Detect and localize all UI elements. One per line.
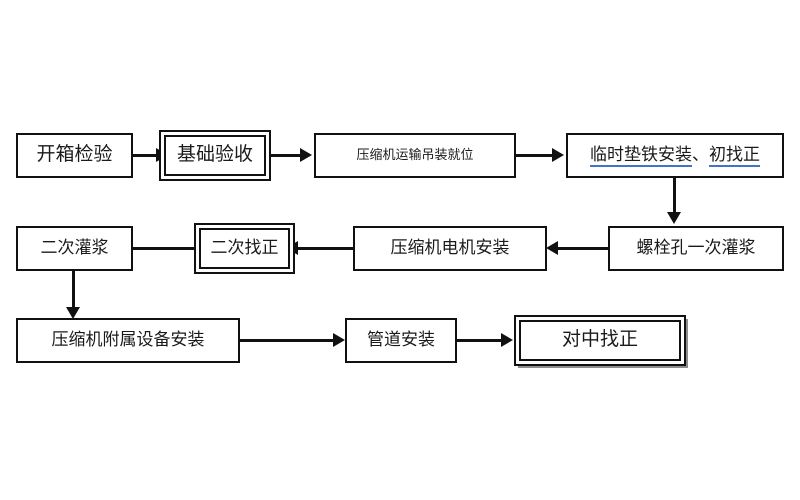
edge-n10-n11-line xyxy=(457,339,504,342)
node-label: 压缩机附属设备安装 xyxy=(51,330,205,350)
node-label: 基础验收 xyxy=(176,144,253,166)
node-label: 二次找正 xyxy=(210,238,279,258)
node-erci-zhaozheng[interactable]: 二次找正 xyxy=(194,223,295,274)
edge-n9-n10-arrowhead xyxy=(333,333,345,347)
node-yasuoji-dianji-anzhuang[interactable]: 压缩机电机安装 xyxy=(353,226,547,271)
node-fushu-shebei-anzhuang[interactable]: 压缩机附属设备安装 xyxy=(16,318,240,363)
node-inner-frame: 二次找正 xyxy=(199,228,290,269)
edge-n5-n6-arrowhead xyxy=(546,241,558,255)
node-label: 螺栓孔一次灌浆 xyxy=(636,238,756,258)
edge-n4-n5-arrowhead xyxy=(667,212,681,224)
edge-n3-n4-line xyxy=(516,154,556,157)
node-duizhong-zhaozheng[interactable]: 对中找正 xyxy=(514,315,686,366)
node-jichu-yanshou[interactable]: 基础验收 xyxy=(159,130,271,181)
node-label: 开箱检验 xyxy=(36,144,113,166)
edge-n2-n3-arrowhead xyxy=(300,148,312,162)
node-label: 二次灌浆 xyxy=(40,238,109,258)
node-label: 对中找正 xyxy=(561,329,638,351)
node-label-separator: 、 xyxy=(692,145,709,165)
node-label-segment-2: 初找正 xyxy=(709,145,760,168)
edge-n8-n9-arrowhead xyxy=(66,307,80,319)
edge-n5-n6-line xyxy=(558,247,608,250)
node-kaixiang-jianyan[interactable]: 开箱检验 xyxy=(16,133,133,178)
node-label-segment-1: 临时垫铁安装 xyxy=(590,145,692,168)
node-linshi-dietie-chuzhaozheng[interactable]: 临时垫铁安装、初找正 xyxy=(566,133,784,178)
node-label: 压缩机电机安装 xyxy=(390,238,510,258)
node-guandao-anzhuang[interactable]: 管道安装 xyxy=(345,318,457,363)
edge-n6-n7-line xyxy=(298,247,353,250)
node-yunshu-diaozhuang-jiuwei[interactable]: 压缩机运输吊装就位 xyxy=(314,133,516,178)
edge-n4-n5-line xyxy=(673,178,676,216)
node-erci-guanjiang[interactable]: 二次灌浆 xyxy=(16,226,133,271)
node-label: 压缩机运输吊装就位 xyxy=(356,147,474,163)
edge-n1-n2-line xyxy=(133,154,158,157)
edge-n10-n11-arrowhead xyxy=(501,333,513,347)
node-label: 管道安装 xyxy=(367,330,435,350)
edge-n2-n3-line xyxy=(271,154,302,157)
edge-n8-n9-line xyxy=(72,271,75,311)
node-luoshuankong-yicihuanjiang[interactable]: 螺栓孔一次灌浆 xyxy=(608,226,784,271)
node-label-group: 临时垫铁安装、初找正 xyxy=(586,145,764,168)
edge-n3-n4-arrowhead xyxy=(552,148,564,162)
node-inner-frame: 对中找正 xyxy=(519,320,681,361)
edge-n9-n10-line xyxy=(240,339,335,342)
edge-n7-n8-line xyxy=(131,247,194,250)
node-inner-frame: 基础验收 xyxy=(164,135,266,176)
